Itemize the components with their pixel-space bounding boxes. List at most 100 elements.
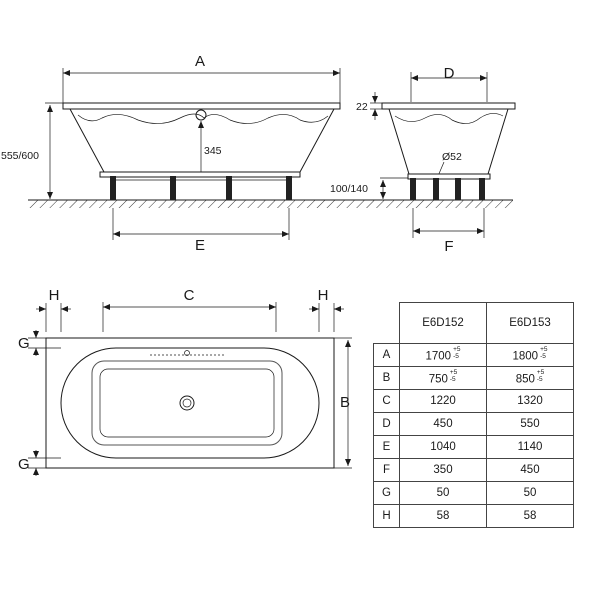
table-row-label: D (373, 412, 400, 436)
table-cell: 350 (399, 458, 487, 482)
end-tub-rim (381, 102, 516, 110)
table-column-header: E6D152 (399, 302, 487, 344)
top-view: C H H B G G (18, 287, 352, 476)
table-row-label: A (373, 343, 400, 367)
table-cell-value: 750 (428, 373, 448, 386)
side-tub-body (69, 108, 335, 173)
dim-inner-depth: 345 (204, 145, 222, 157)
end-leg (455, 178, 461, 200)
side-leg (286, 176, 292, 200)
tolerance-minus: -5 (453, 352, 459, 360)
end-view: D 22 Ø52 100/140 F (330, 65, 516, 255)
table-cell: 1220 (399, 389, 487, 413)
top-overflow (184, 350, 190, 356)
table-row: E 1040 1140 (373, 435, 574, 459)
tolerance-minus: -5 (536, 375, 543, 383)
tolerance: +5-5 (537, 370, 544, 383)
table-cell: 58 (399, 504, 487, 528)
tolerance: +5-5 (453, 347, 460, 360)
table-cell-value: 450 (520, 464, 540, 476)
dim-a-label: A (195, 53, 205, 70)
top-inner-basin (91, 360, 283, 446)
table-row: D 450 550 (373, 412, 574, 436)
table-cell: 550 (486, 412, 574, 436)
table-cell: 450 (399, 412, 487, 436)
side-tub-rim (62, 102, 341, 110)
tolerance: +5-5 (450, 370, 457, 383)
tolerance-plus: +5 (536, 369, 545, 377)
tolerance-plus: +5 (453, 346, 461, 354)
end-leg (479, 178, 485, 200)
table-cell: 1800+5-5 (486, 343, 574, 367)
table-cell-value: 1320 (517, 395, 543, 407)
table-row: H 58 58 (373, 504, 574, 528)
end-tub-body (388, 108, 509, 175)
table-cell-value: 450 (433, 418, 453, 430)
table-cell-value: 550 (520, 418, 540, 430)
dim-e-label: E (195, 237, 205, 254)
dim-h-right-label: H (318, 287, 329, 304)
side-view: A 345 555/600 E (1, 53, 513, 254)
dim-drain-label: Ø52 (442, 151, 462, 163)
table-cell: 1040 (399, 435, 487, 459)
table-cell-value: 1800 (512, 350, 539, 363)
overflow-circle (195, 109, 207, 121)
table-cell-value: 58 (436, 510, 450, 522)
table-corner (373, 302, 400, 344)
dim-f-label: F (444, 238, 453, 255)
table-cell: 58 (486, 504, 574, 528)
dim-b-label: B (340, 394, 350, 411)
table-cell: 50 (399, 481, 487, 505)
table-cell: 1320 (486, 389, 574, 413)
table-column-header: E6D153 (486, 302, 574, 344)
dim-g-bottom-label: G (18, 456, 30, 473)
table-cell-value: 50 (523, 487, 537, 499)
top-drain (179, 395, 195, 411)
side-leg (110, 176, 116, 200)
tolerance-plus: +5 (449, 369, 458, 377)
table-header-row: E6D152 E6D153 (373, 302, 574, 344)
table-cell-value: 850 (515, 373, 535, 386)
table-row-label: C (373, 389, 400, 413)
tolerance-minus: -5 (449, 375, 456, 383)
table-cell: 750+5-5 (399, 366, 487, 390)
table-row-label: B (373, 366, 400, 390)
dim-h-left-label: H (49, 287, 60, 304)
side-leg (170, 176, 176, 200)
dim-rim-label: 22 (356, 101, 368, 113)
table-row-label: E (373, 435, 400, 459)
dim-height-label: 555/600 (1, 150, 39, 162)
table-row: G 50 50 (373, 481, 574, 505)
table-cell-value: 1700 (425, 350, 452, 363)
table-cell: 50 (486, 481, 574, 505)
table-row-label: G (373, 481, 400, 505)
end-leg (433, 178, 439, 200)
table-cell-value: 1040 (430, 441, 456, 453)
table-row: C 1220 1320 (373, 389, 574, 413)
dim-d-label: D (444, 65, 455, 82)
dim-g-top-label: G (18, 335, 30, 352)
side-leg (226, 176, 232, 200)
tolerance-plus: +5 (540, 346, 548, 354)
table-cell-value: 1220 (430, 395, 456, 407)
floor-hatch (28, 200, 513, 208)
tolerance-minus: -5 (540, 352, 546, 360)
dim-c-label: C (184, 287, 195, 304)
table-row-label: H (373, 504, 400, 528)
top-outer-rect (45, 337, 335, 469)
table-cell: 1140 (486, 435, 574, 459)
table-cell-value: 1140 (517, 441, 543, 453)
dim-leg-height-label: 100/140 (330, 183, 368, 195)
table-cell-value: 58 (523, 510, 537, 522)
table-row-label: F (373, 458, 400, 482)
tolerance: +5-5 (540, 347, 547, 360)
table-cell: 1700+5-5 (399, 343, 487, 367)
table-cell-value: 50 (436, 487, 450, 499)
table-cell: 850+5-5 (486, 366, 574, 390)
end-leg (410, 178, 416, 200)
